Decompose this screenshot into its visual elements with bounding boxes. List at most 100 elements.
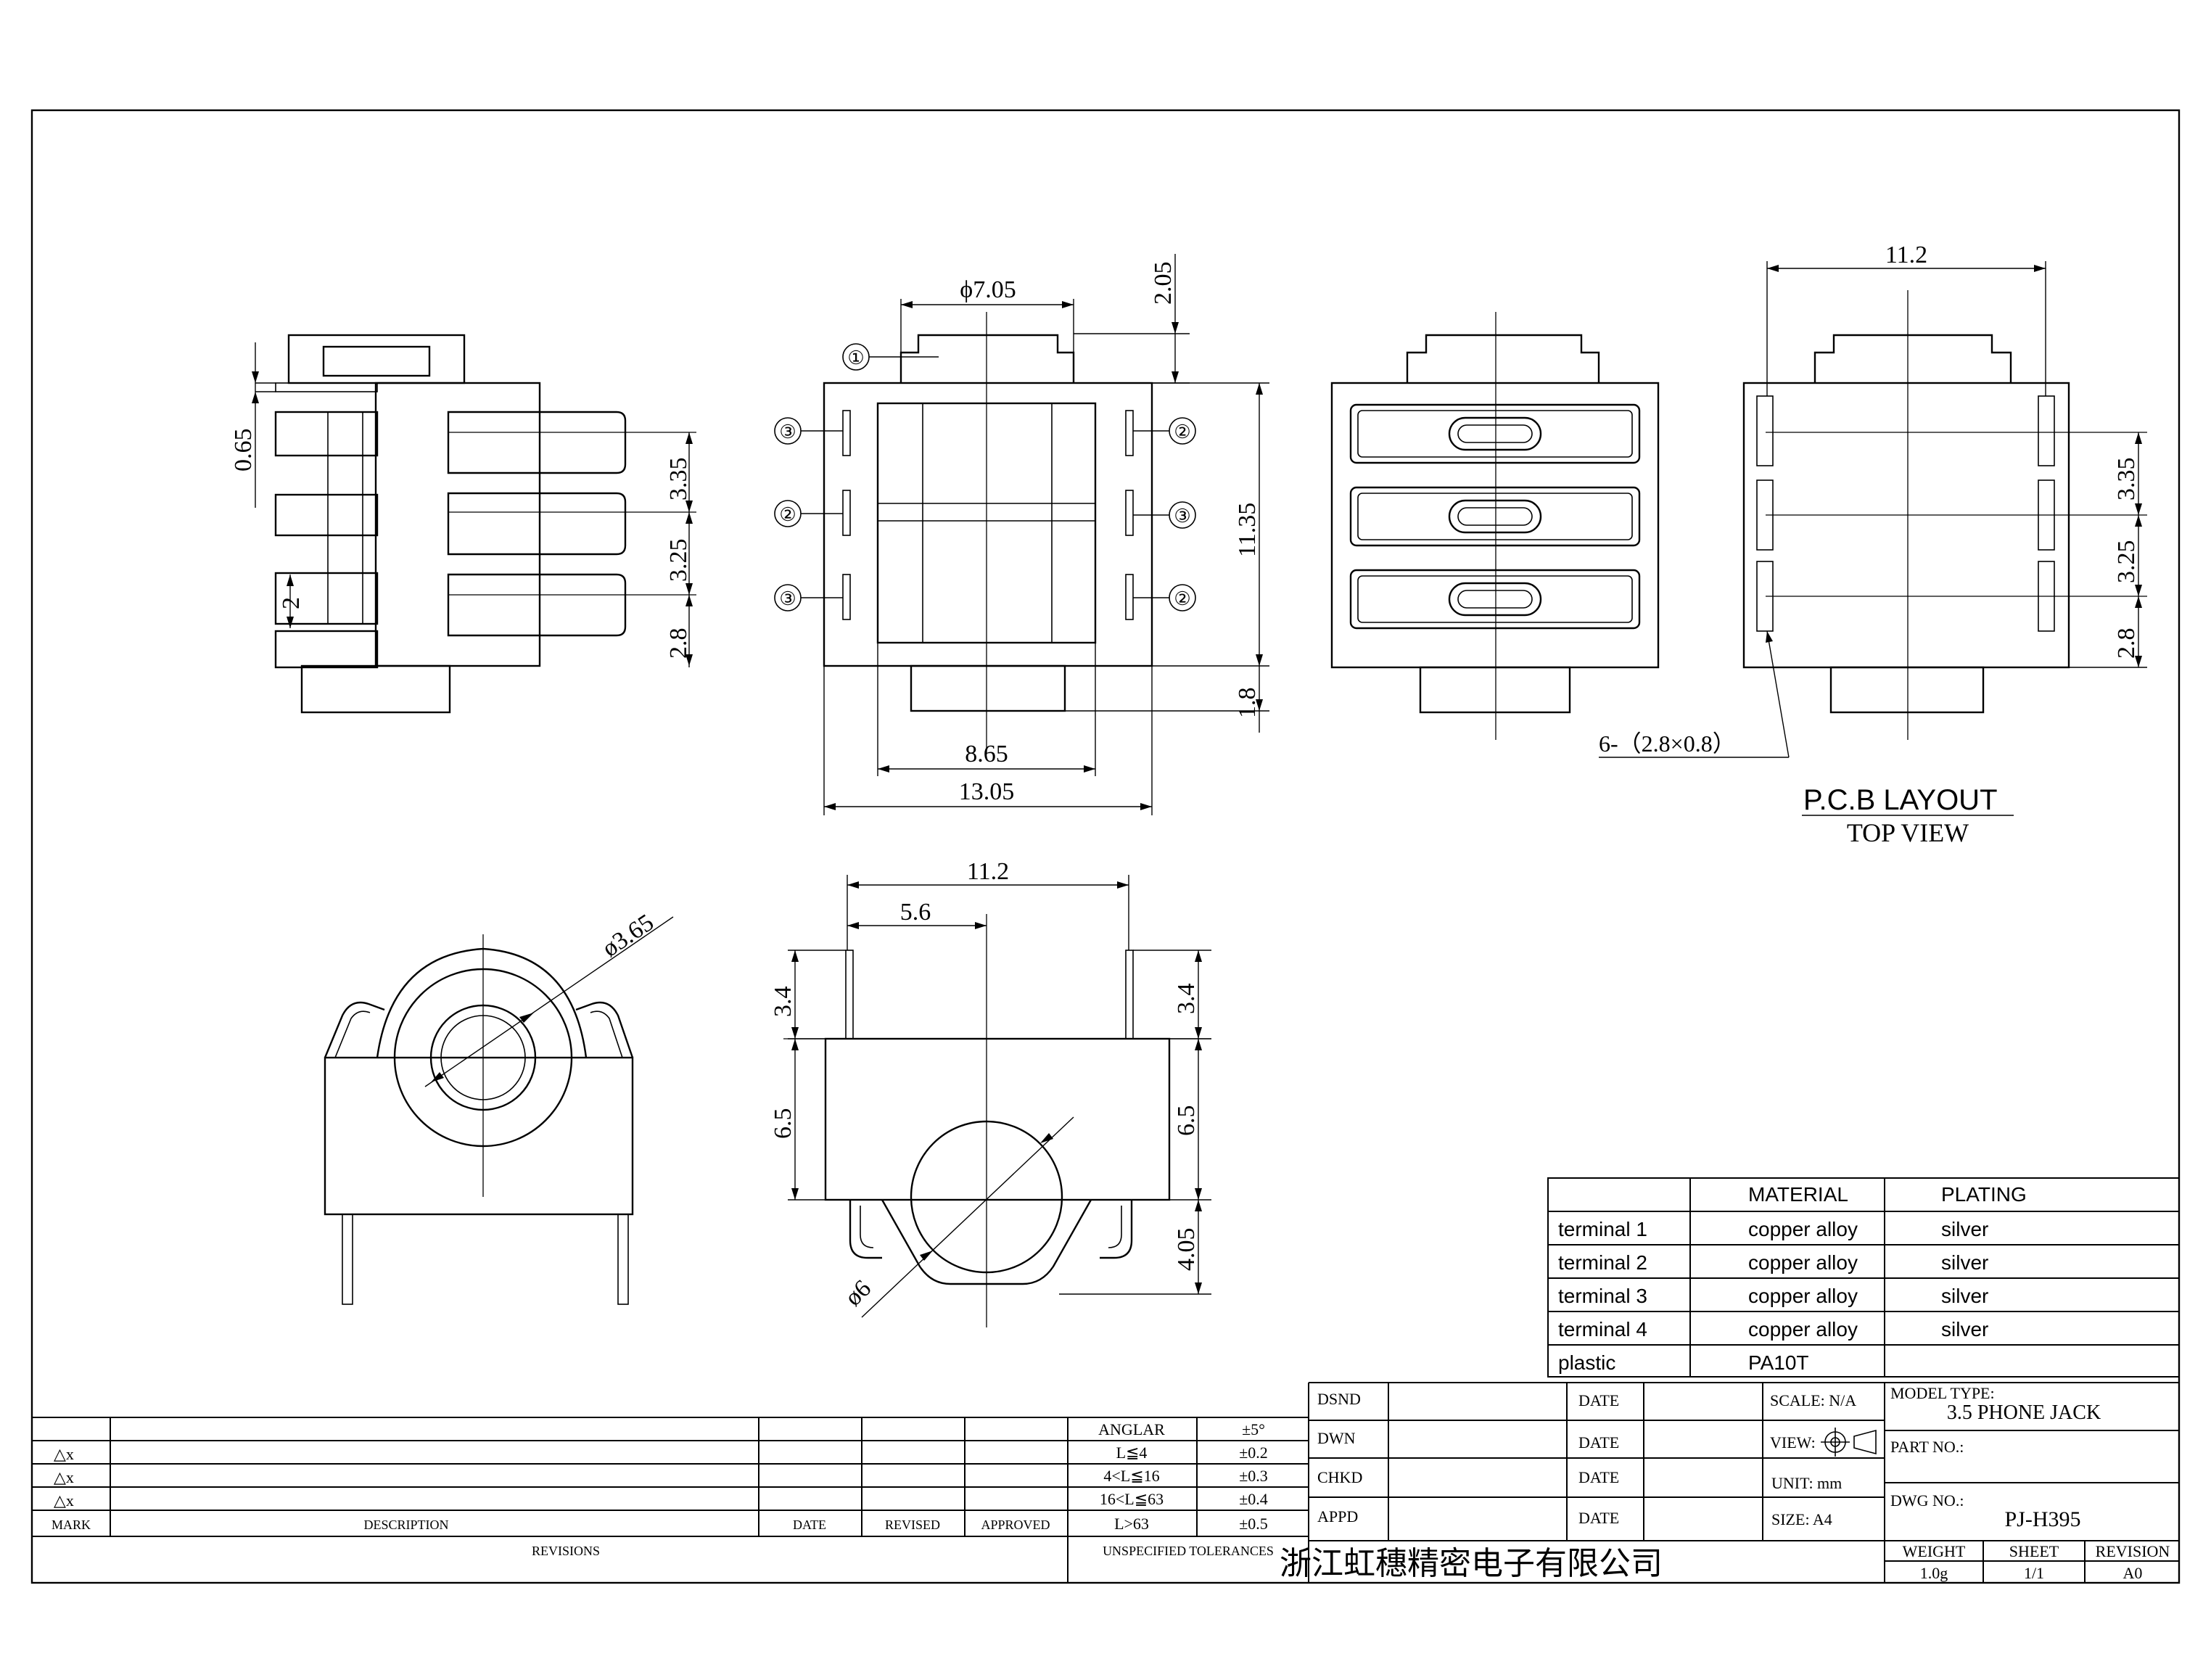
dim-11-2-bottom: 11.2 — [967, 858, 1009, 885]
sheet-label: SHEET — [2009, 1542, 2059, 1560]
svg-text:②: ② — [1174, 421, 1190, 442]
svg-text:3.25: 3.25 — [2113, 540, 2140, 584]
front-view — [823, 312, 1153, 754]
dim-1-8: 1.8 — [1234, 688, 1261, 719]
dim-0-65: 0.65 — [230, 429, 257, 472]
dim-3-35: 3.35 — [665, 458, 692, 501]
rear-view-dims: 11.2 5.6 3.4 6.5 3.4 6.5 4.05 ø6 — [770, 858, 1211, 1318]
mat-row-2-material: copper alloy — [1748, 1251, 1858, 1274]
dim-8-65: 8.65 — [965, 741, 1008, 767]
dim-3-25: 3.25 — [665, 539, 692, 582]
sheet-value: 1/1 — [2024, 1564, 2044, 1582]
mat-row-1-material: copper alloy — [1748, 1218, 1858, 1240]
material-header: MATERIAL — [1748, 1183, 1848, 1206]
tol-row-5-value: ±0.5 — [1239, 1515, 1268, 1533]
mat-row-4-material: copper alloy — [1748, 1318, 1858, 1341]
back-view: ø3.65 — [324, 909, 674, 1305]
mat-row-4-plating: silver — [1941, 1318, 1988, 1341]
rear-view — [783, 914, 1211, 1327]
tol-row-3-label: 4<L≦16 — [1103, 1467, 1159, 1485]
dim-11-35: 11.35 — [1234, 503, 1261, 557]
dim-2-8: 2.8 — [665, 628, 692, 659]
dim-11-2-top: 11.2 — [1885, 242, 1927, 268]
svg-text:②: ② — [1174, 588, 1190, 609]
rev-header-revised: REVISED — [885, 1518, 940, 1532]
part-no-label: PART NO.: — [1890, 1438, 1964, 1456]
dim-3-4-left: 3.4 — [770, 987, 796, 1018]
svg-text:③: ③ — [779, 421, 796, 442]
dim-dia-3-65: ø3.65 — [598, 909, 659, 962]
tolerances-title: UNSPECIFIED TOLERANCES — [1103, 1544, 1274, 1558]
svg-text:②: ② — [779, 504, 796, 525]
role-dwn: DWN — [1317, 1429, 1356, 1447]
tol-row-2-label: L≦4 — [1116, 1444, 1148, 1462]
mat-row-3-material: copper alloy — [1748, 1285, 1858, 1307]
rev-header-date: DATE — [793, 1518, 826, 1532]
dim-6-5-left: 6.5 — [770, 1108, 796, 1140]
dim-4-05: 4.05 — [1173, 1228, 1200, 1272]
svg-text:3.35: 3.35 — [2113, 458, 2140, 501]
revision-label: REVISION — [2096, 1542, 2170, 1560]
revisions-title: REVISIONS — [532, 1544, 600, 1558]
tol-row-2-value: ±0.2 — [1239, 1444, 1268, 1462]
pcb-layout-label: P.C.B LAYOUT — [1803, 784, 1998, 816]
mat-row-5-part: plastic — [1558, 1351, 1615, 1374]
company-name: 浙江虹穗精密电子有限公司 — [1280, 1546, 1663, 1581]
dim-2: 2 — [278, 597, 305, 609]
view-label: VIEW: — [1770, 1433, 1816, 1452]
svg-text:③: ③ — [1174, 506, 1190, 527]
mat-row-5-material: PA10T — [1748, 1351, 1809, 1374]
title-block: DSND DWN CHKD APPD DATE DATE DATE DATE S… — [1280, 1382, 2179, 1583]
role-chkd: CHKD — [1317, 1468, 1362, 1486]
rev-header-description: DESCRIPTION — [363, 1518, 448, 1532]
tol-row-5-label: L>63 — [1114, 1515, 1149, 1533]
mat-row-1-part: terminal 1 — [1558, 1218, 1647, 1240]
date-label-3: DATE — [1578, 1468, 1619, 1486]
mat-row-2-part: terminal 2 — [1558, 1251, 1647, 1274]
tol-row-4-label: 16<L≦63 — [1100, 1490, 1164, 1508]
rev-mark-2: △x — [54, 1468, 74, 1486]
revision-value: A0 — [2123, 1564, 2143, 1582]
model-type-label: MODEL TYPE: — [1890, 1384, 1995, 1402]
side-view — [274, 334, 696, 714]
tol-row-3-value: ±0.3 — [1239, 1467, 1268, 1485]
dim-13-05: 13.05 — [959, 778, 1015, 805]
role-appd: APPD — [1317, 1507, 1358, 1525]
date-label-4: DATE — [1578, 1509, 1619, 1527]
dim-dia-6: ø6 — [840, 1275, 876, 1312]
date-label-1: DATE — [1578, 1391, 1619, 1409]
rev-mark-3: △x — [54, 1491, 74, 1510]
tol-row-1-label: ANGLAR — [1098, 1420, 1165, 1438]
bottom-view — [1330, 312, 1660, 740]
role-dsnd: DSND — [1317, 1390, 1361, 1408]
dwg-no-label: DWG NO.: — [1890, 1491, 1964, 1510]
weight-value: 1.0g — [1920, 1564, 1948, 1582]
mat-row-1-plating: silver — [1941, 1218, 1988, 1240]
size-label: SIZE: A4 — [1771, 1510, 1832, 1528]
tol-row-1-value: ±5° — [1242, 1420, 1265, 1438]
dim-2-05: 2.05 — [1150, 262, 1177, 305]
mat-row-4-part: terminal 4 — [1558, 1318, 1647, 1341]
dim-pads: 6-（2.8×0.8） — [1599, 730, 1736, 757]
mat-row-3-plating: silver — [1941, 1285, 1988, 1307]
svg-text:③: ③ — [779, 588, 796, 609]
revisions-table: △x △x △x MARK DESCRIPTION DATE REVISED A… — [32, 1383, 1309, 1583]
dim-phi-7-05: ϕ7.05 — [960, 276, 1016, 303]
material-table: MATERIAL PLATING terminal 1 copper alloy… — [1547, 1177, 2180, 1378]
mat-row-2-plating: silver — [1941, 1251, 1988, 1274]
rev-mark-1: △x — [54, 1445, 74, 1463]
rev-header-mark: MARK — [52, 1518, 91, 1532]
model-type-value: 3.5 PHONE JACK — [1947, 1401, 2101, 1424]
unit-label: UNIT: mm — [1771, 1474, 1842, 1492]
svg-text:2.8: 2.8 — [2113, 628, 2140, 659]
scale-label: SCALE: N/A — [1770, 1391, 1856, 1409]
mat-row-3-part: terminal 3 — [1558, 1285, 1647, 1307]
tolerances-table: ANGLAR ±5° L≦4 ±0.2 4<L≦16 ±0.3 16<L≦63 … — [1098, 1420, 1274, 1558]
tol-row-4-value: ±0.4 — [1239, 1490, 1268, 1508]
pcb-layout-view — [1742, 290, 2147, 740]
side-view-dims: 0.65 2 3.35 3.25 2.8 — [230, 342, 693, 667]
front-view-callouts: ① ③ ② ③ ② ③ ② — [774, 343, 1196, 612]
weight-label: WEIGHT — [1903, 1542, 1966, 1560]
dim-3-4-right: 3.4 — [1173, 984, 1200, 1015]
